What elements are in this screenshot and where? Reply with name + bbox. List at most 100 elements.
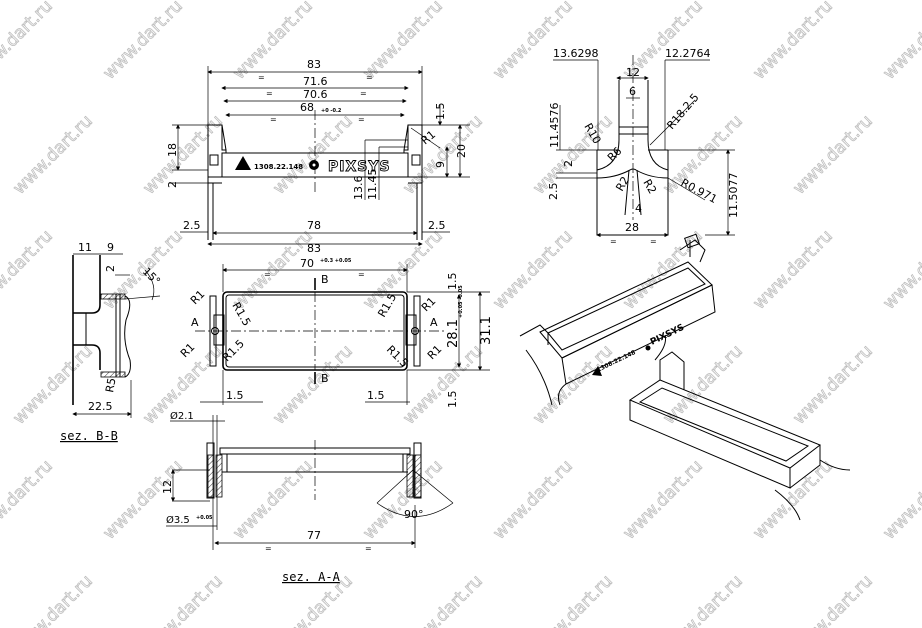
watermark-text: www.dart.ru bbox=[139, 571, 226, 628]
section-aa-title: sez. A-A bbox=[282, 570, 341, 584]
watermark-text: www.dart.ru bbox=[399, 341, 486, 428]
dim-1-5-left: 1.5 bbox=[226, 389, 244, 402]
dim-20: 20 bbox=[455, 144, 468, 158]
dim-r6: R6 bbox=[605, 145, 625, 165]
watermark-text: www.dart.ru bbox=[749, 0, 836, 84]
dim-9: 9 bbox=[107, 241, 114, 254]
dim-2-5-right: 2.5 bbox=[428, 219, 446, 232]
section-b-marker-bottom: B bbox=[321, 372, 329, 385]
watermark-text: www.dart.ru bbox=[789, 571, 876, 628]
eq-mark: = bbox=[264, 270, 271, 279]
eq-mark: = bbox=[258, 73, 265, 82]
dim-r1: R1 bbox=[419, 295, 439, 315]
eq-mark: = bbox=[366, 73, 373, 82]
eq-mark: = bbox=[358, 270, 365, 279]
dim-77: 77 bbox=[307, 529, 321, 542]
dim-11-4576: 11.4576 bbox=[548, 103, 561, 149]
watermark-text: www.dart.ru bbox=[229, 456, 316, 543]
watermark-text: www.dart.ru bbox=[489, 456, 576, 543]
watermark-text: www.dart.ru bbox=[529, 571, 616, 628]
dim-70-6: 70.6 bbox=[303, 88, 328, 101]
dim-1-5: 1.5 bbox=[434, 103, 447, 121]
dim-2-5-left: 2.5 bbox=[183, 219, 201, 232]
dim-1-5-right: 1.5 bbox=[367, 389, 385, 402]
eq-mark: = bbox=[358, 115, 365, 124]
dim-13-6298: 13.6298 bbox=[553, 47, 599, 60]
dim-11-5077: 11.5077 bbox=[727, 173, 740, 219]
watermark-text: www.dart.ru bbox=[789, 341, 876, 428]
dim-2: 2 bbox=[562, 160, 575, 167]
dim-r1: R1 bbox=[188, 288, 208, 308]
iso-view-bottom bbox=[628, 334, 851, 521]
recycle-icon bbox=[592, 366, 602, 376]
dim-r1: R1 bbox=[425, 343, 445, 363]
dim-13-6: 13.6 bbox=[352, 176, 365, 201]
recycle-icon bbox=[235, 156, 251, 170]
section-a-marker-right: A bbox=[430, 316, 438, 329]
side-view: 13.6298 12.2764 12 6 11.4576 2 2.5 R10 R… bbox=[547, 47, 740, 246]
eq-mark: = bbox=[360, 89, 367, 98]
watermark-text: www.dart.ru bbox=[99, 456, 186, 543]
dim-r1: R1 bbox=[178, 341, 198, 361]
section-bb: 11 9 2 15° R5 22.5 sez. B-B bbox=[60, 241, 163, 443]
front-view: 83 71.6 70.6 68 +0 -0.2 = = = = = = 1308… bbox=[166, 58, 470, 255]
eq-mark: = bbox=[270, 115, 277, 124]
dim-r18-2-5: R18.2.5 bbox=[664, 91, 701, 132]
eq-mark: = bbox=[265, 544, 272, 553]
watermark-text: www.dart.ru bbox=[359, 0, 446, 84]
dim-11: 11 bbox=[78, 241, 92, 254]
watermark-text: www.dart.ru bbox=[9, 341, 96, 428]
dim-31-1: 31.1 bbox=[479, 316, 494, 345]
dim-r0-971: R0.971 bbox=[679, 176, 720, 206]
dim-6: 6 bbox=[629, 85, 636, 98]
dim-r2: R2 bbox=[613, 174, 632, 193]
iso-brand: PIXSYS bbox=[649, 323, 686, 348]
watermark-text: www.dart.ru bbox=[269, 341, 356, 428]
dim-r5: R5 bbox=[103, 377, 118, 394]
dim-28: 28 bbox=[625, 221, 639, 234]
dim-hole-3-5-tol: +0.05 bbox=[196, 515, 213, 521]
dim-83-bottom: 83 bbox=[307, 242, 321, 255]
dim-28-1: 28.1 bbox=[446, 319, 461, 348]
plan-view: 70 +0.3 +0.05 = = B B A A R1 R1 R1 R1 R1… bbox=[178, 257, 494, 408]
watermark-text: www.dart.ru bbox=[99, 0, 186, 84]
dim-12: 12 bbox=[161, 480, 174, 494]
watermark-text: www.dart.ru bbox=[749, 456, 836, 543]
dim-12: 12 bbox=[626, 66, 640, 79]
watermark-text: www.dart.ru bbox=[749, 226, 836, 313]
brand-logo: PIXSYS bbox=[328, 159, 391, 175]
watermark-text: www.dart.ru bbox=[879, 226, 922, 313]
dim-2: 2 bbox=[104, 265, 117, 272]
dim-2: 2 bbox=[166, 181, 179, 188]
section-b-marker-top: B bbox=[321, 273, 329, 286]
watermark-text: www.dart.ru bbox=[0, 456, 57, 543]
dim-90-deg: 90° bbox=[404, 508, 424, 521]
dim-12-2764: 12.2764 bbox=[665, 47, 711, 60]
part-number: 1308.22.148 bbox=[254, 163, 303, 171]
watermark-text: www.dart.ru bbox=[399, 571, 486, 628]
watermark-text: www.dart.ru bbox=[619, 456, 706, 543]
section-aa: Ø2.1 12 Ø3.5 +0.05 90° 77 = = sez. A-A bbox=[161, 410, 454, 584]
watermark-text: www.dart.ru bbox=[529, 341, 616, 428]
dim-11-45: 11.45 bbox=[366, 169, 379, 201]
dim-2-5: 2.5 bbox=[547, 183, 560, 201]
dim-hole-2-1: Ø2.1 bbox=[170, 410, 194, 422]
dim-1-5-bottom: 1.5 bbox=[446, 391, 459, 409]
dim-68-tol: +0 -0.2 bbox=[321, 108, 342, 114]
dim-4: 4 bbox=[635, 202, 642, 215]
watermark-text: www.dart.ru bbox=[269, 111, 356, 198]
screw-hole-icon bbox=[645, 345, 651, 351]
dim-68: 68 bbox=[300, 101, 314, 114]
dim-71-6: 71.6 bbox=[303, 75, 328, 88]
watermark-text: www.dart.ru bbox=[619, 226, 706, 313]
dim-28-1-tol: +0.05 -0.05 bbox=[458, 285, 464, 318]
watermark-text: www.dart.ru bbox=[9, 111, 96, 198]
watermark-text: www.dart.ru bbox=[659, 571, 746, 628]
dim-78: 78 bbox=[307, 219, 321, 232]
watermark-text: www.dart.ru bbox=[0, 226, 57, 313]
watermark-text: www.dart.ru bbox=[879, 456, 922, 543]
watermark-text: www.dart.ru bbox=[489, 226, 576, 313]
eq-mark: = bbox=[650, 237, 657, 246]
